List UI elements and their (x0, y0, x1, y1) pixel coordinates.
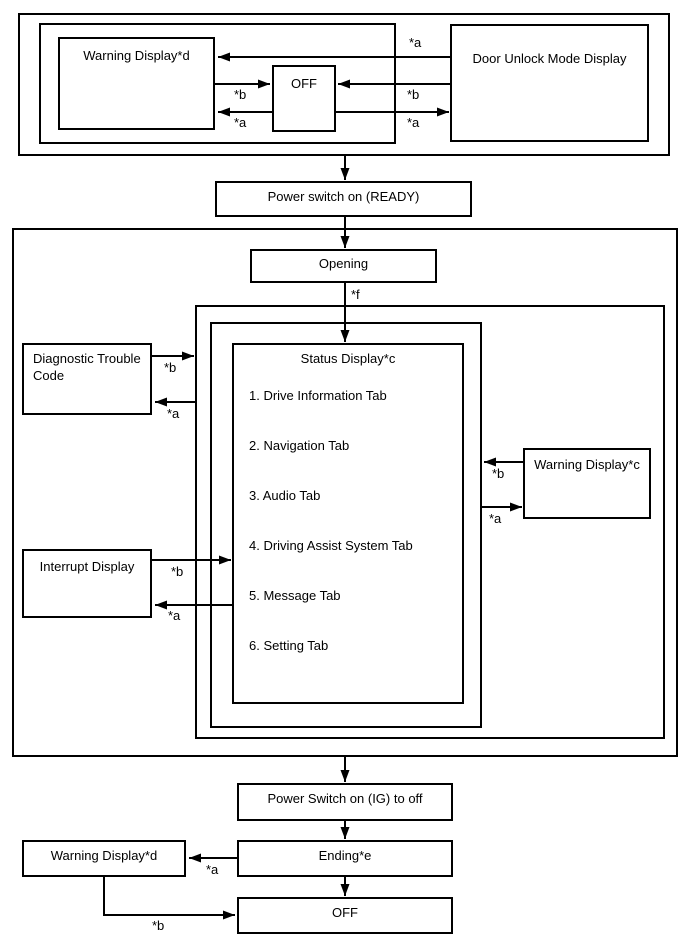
node-label: OFF (332, 905, 358, 920)
edge-warning-to-off-b-bottom (103, 877, 235, 920)
edge-label-a-door-to-warning: *a (409, 35, 422, 50)
top-section-frame (18, 13, 670, 156)
node-door-unlock-mode-display: Door Unlock Mode Display (450, 24, 649, 142)
node-interrupt-display: Interrupt Display (22, 549, 152, 618)
node-off-bottom: OFF (237, 897, 453, 934)
edge-label-a-warning-c: *a (489, 511, 502, 526)
node-off-top: OFF (272, 65, 336, 132)
edge-label-a-off-to-warning: *a (234, 115, 247, 130)
node-label: Warning Display*d (50, 848, 158, 863)
edge-label-b-warning-to-off-bottom: *b (152, 918, 165, 933)
status-tab-item: 1. Drive Information Tab (249, 388, 387, 403)
edge-label-b-interrupt: *b (171, 564, 184, 579)
node-label: Power switch on (READY) (267, 189, 420, 204)
node-warning-display-bottom: Warning Display*d (22, 840, 186, 877)
node-warning-display-top: Warning Display*d (58, 37, 215, 130)
node-label: Interrupt Display (39, 559, 135, 574)
status-tab-item: 3. Audio Tab (249, 488, 321, 503)
status-tab-list: 1. Drive Information Tab 2. Navigation T… (249, 388, 456, 688)
node-opening: Opening (250, 249, 437, 283)
mid-inner-frame (210, 322, 482, 728)
edge-label-a-dtc: *a (167, 406, 180, 421)
edge-label-b-door-to-off: *b (407, 87, 420, 102)
mid-outer-frame (195, 305, 665, 739)
node-power-switch-ready: Power switch on (READY) (215, 181, 472, 217)
node-power-switch-ig-off: Power Switch on (IG) to off (237, 783, 453, 821)
node-label: Door Unlock Mode Display (472, 51, 627, 66)
node-label: Diagnostic Trouble Code (33, 351, 141, 383)
edge-label-b-warning-c: *b (492, 466, 505, 481)
edge-label-b-warning-to-off: *b (234, 87, 247, 102)
node-label: OFF (291, 76, 317, 91)
status-tab-item: 5. Message Tab (249, 588, 341, 603)
node-diagnostic-trouble-code: Diagnostic Trouble Code (22, 343, 152, 415)
edge-label-a-interrupt: *a (168, 608, 181, 623)
edge-label-a-off-to-door: *a (407, 115, 420, 130)
edge-label-b-dtc: *b (164, 360, 177, 375)
node-label: Power Switch on (IG) to off (267, 791, 423, 806)
edge-label-f-opening-to-status: *f (351, 287, 360, 302)
node-label: Opening (318, 256, 369, 271)
edge-label-a-ending: *a (206, 862, 219, 877)
node-label: Warning Display*c (534, 457, 640, 472)
status-tab-item: 6. Setting Tab (249, 638, 329, 653)
status-tab-item: 4. Driving Assist System Tab (249, 538, 413, 553)
node-ending: Ending*e (237, 840, 453, 877)
status-display-title: Status Display*c (300, 351, 396, 366)
node-label: Warning Display*d (83, 48, 190, 63)
node-status-display: Status Display*c 1. Drive Information Ta… (232, 343, 464, 704)
node-label: Ending*e (318, 848, 372, 863)
node-warning-display-c: Warning Display*c (523, 448, 651, 519)
status-tab-item: 2. Navigation Tab (249, 438, 350, 453)
